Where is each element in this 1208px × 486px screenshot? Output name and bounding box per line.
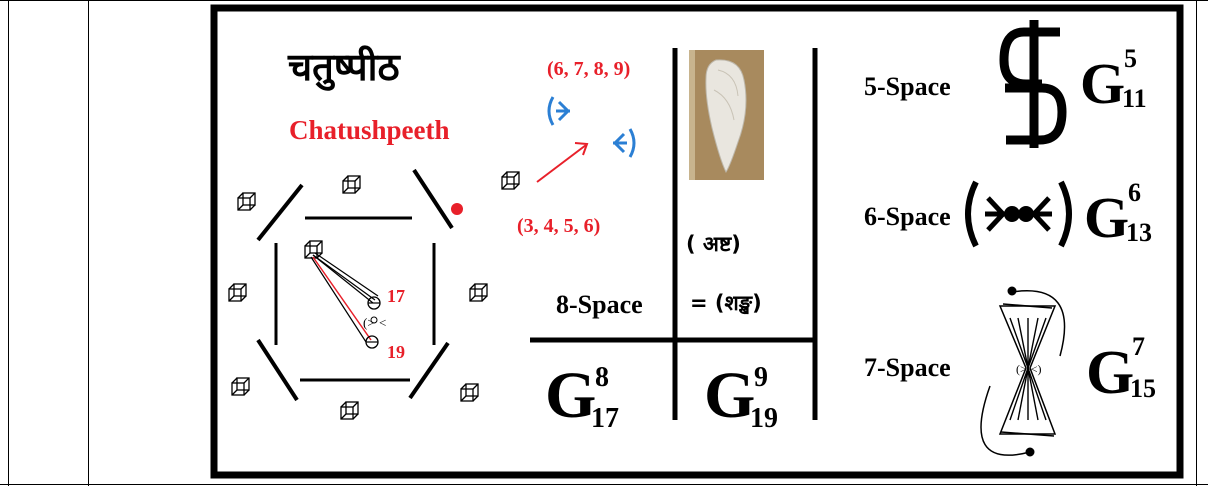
g-superscript: 8 <box>595 362 609 394</box>
g-base: G <box>704 358 755 434</box>
label-8-space: 8-Space <box>556 290 643 320</box>
g-superscript: 6 <box>1128 178 1141 208</box>
label-shankh: = (शङ्ख) <box>690 289 762 317</box>
cube-icon <box>229 284 246 301</box>
g-subscript: 15 <box>1130 374 1156 404</box>
label-7-space: 7-Space <box>864 353 951 383</box>
label-ashta: ( अष्ट) <box>686 230 741 258</box>
cube-icon <box>238 193 255 210</box>
label-number-17: 17 <box>387 286 405 307</box>
label-number-19: 19 <box>387 342 405 363</box>
cube-icon <box>341 402 358 419</box>
blue-glyph-close <box>613 129 634 157</box>
transition-arrow-group <box>502 143 587 189</box>
six-space-symbol <box>968 182 1069 246</box>
svg-text:(>·<): (>·<) <box>1016 362 1042 376</box>
tuple-bottom: (3, 4, 5, 6) <box>517 215 600 238</box>
g-8-17: G 8 17 <box>545 358 635 448</box>
g-superscript: 9 <box>754 362 768 394</box>
cube-icon <box>461 384 478 401</box>
g-base: G <box>1086 338 1134 409</box>
g-base: G <box>1084 184 1129 251</box>
red-dot <box>451 203 463 215</box>
g-6-13: G 6 13 <box>1084 184 1174 274</box>
tuple-top: (6, 7, 8, 9) <box>547 58 630 81</box>
g-subscript: 11 <box>1122 84 1147 114</box>
cube-icon <box>343 176 360 193</box>
label-5-space: 5-Space <box>864 72 951 102</box>
chatushpeeth-diagram: (> < <box>229 170 487 419</box>
g-superscript: 5 <box>1124 44 1137 74</box>
cube-icon <box>470 284 487 301</box>
label-6-space: 6-Space <box>864 202 951 232</box>
g-base: G <box>1080 50 1125 117</box>
g-base: G <box>545 358 596 434</box>
g-9-19: G 9 19 <box>704 358 794 448</box>
g-7-15: G 7 15 <box>1086 338 1176 428</box>
g-subscript: 17 <box>591 403 619 435</box>
g-subscript: 19 <box>750 403 778 435</box>
five-space-symbol <box>1004 20 1062 148</box>
conch-shell-image <box>689 50 764 180</box>
g-subscript: 13 <box>1126 218 1152 248</box>
seven-space-symbol: (>·<) <box>981 287 1065 456</box>
title-latin: Chatushpeeth <box>289 115 450 146</box>
cube-icon <box>232 378 249 395</box>
blue-glyph-open <box>549 97 570 125</box>
svg-text:<: < <box>379 315 386 330</box>
g-superscript: 7 <box>1132 332 1145 362</box>
title-devanagari: चतुष्पीठ <box>288 40 400 92</box>
cube-icon <box>502 172 519 189</box>
g-5-11: G 5 11 <box>1080 50 1170 140</box>
